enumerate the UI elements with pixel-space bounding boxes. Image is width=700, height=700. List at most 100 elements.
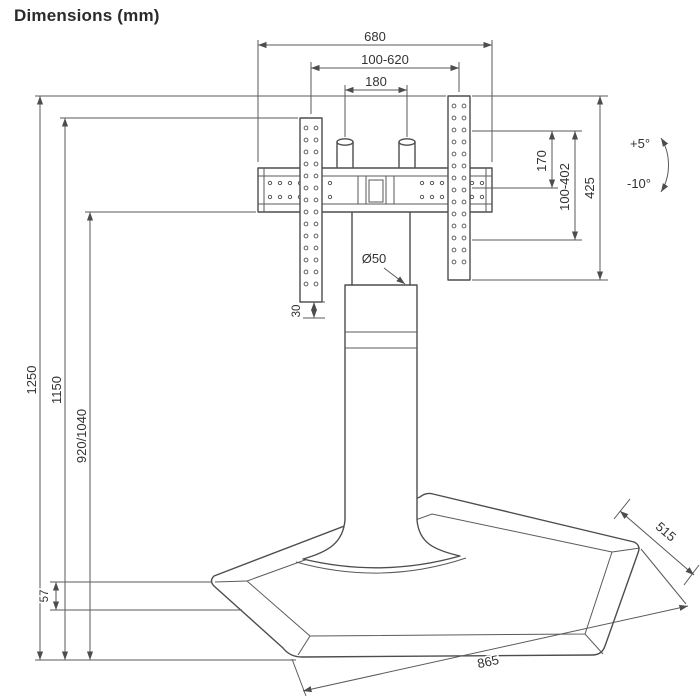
foot-flange — [295, 557, 467, 574]
hole — [287, 180, 293, 186]
hole — [461, 175, 467, 181]
rail-left-holes-a — [303, 125, 309, 287]
hole — [469, 194, 475, 200]
hole — [313, 125, 319, 131]
rail-left-plate — [299, 117, 323, 303]
rail-right-holes-a — [451, 103, 457, 265]
dim-1150-label: 1150 — [49, 376, 64, 404]
base-bevel-front-right — [584, 633, 604, 655]
hole — [303, 161, 309, 167]
hole — [461, 223, 467, 229]
hole — [429, 194, 435, 200]
dim-base-thickness: 57 — [37, 581, 242, 611]
dim-right-side: 170 100-402 425 — [472, 95, 608, 281]
dim-d50-label: Ø50 — [362, 251, 387, 266]
hole — [451, 235, 457, 241]
hole — [313, 173, 319, 179]
hole — [461, 187, 467, 193]
vesa-rail-right — [447, 95, 471, 281]
dim-base-width: 865 — [291, 548, 689, 697]
hole — [313, 185, 319, 191]
dim-post-spacing: 180 — [344, 72, 408, 137]
hole — [461, 235, 467, 241]
dim-vesa-width-range: 100-620 — [310, 50, 460, 114]
hole — [461, 115, 467, 121]
hole — [303, 137, 309, 143]
column-housing — [302, 284, 461, 569]
hole — [439, 180, 445, 186]
hole — [287, 194, 293, 200]
base-bevel-left — [214, 580, 248, 583]
hole — [461, 259, 467, 265]
hole — [451, 175, 457, 181]
base-inner-outline — [246, 513, 613, 637]
hole — [461, 127, 467, 133]
dim-680-label: 680 — [364, 29, 386, 44]
dim-170-label: 170 — [534, 150, 549, 172]
mounting-posts — [336, 138, 416, 168]
base-bevel-front-left — [297, 635, 311, 656]
hole — [461, 211, 467, 217]
hole — [267, 180, 273, 186]
tilt-indicator: +5° -10° — [625, 134, 669, 193]
hole — [419, 180, 425, 186]
hole — [313, 137, 319, 143]
hole — [451, 247, 457, 253]
hole — [451, 127, 457, 133]
hole — [313, 197, 319, 203]
hole — [451, 187, 457, 193]
vesa-rail-left — [299, 117, 323, 303]
hole — [303, 221, 309, 227]
hole — [313, 281, 319, 287]
dim-base-depth: 515 — [613, 498, 700, 586]
hole — [267, 194, 273, 200]
dim-1250-label: 1250 — [24, 366, 39, 395]
page-title: Dimensions (mm) — [14, 6, 160, 25]
dim-left-side: 1250 1150 920/1040 — [22, 95, 446, 661]
hole — [451, 223, 457, 229]
dim-overall-width: 680 — [257, 27, 493, 162]
hole — [277, 180, 283, 186]
hole — [313, 233, 319, 239]
post-left-top — [336, 138, 354, 146]
tilt-up-label: +5° — [630, 136, 650, 151]
hole — [303, 173, 309, 179]
hole — [451, 103, 457, 109]
hole — [479, 180, 485, 186]
tilt-down-label: -10° — [627, 176, 651, 191]
dim-100-402-label: 100-402 — [557, 163, 572, 211]
post-right-top — [398, 138, 416, 146]
hole — [303, 281, 309, 287]
hole — [451, 115, 457, 121]
hole — [303, 245, 309, 251]
hole — [313, 221, 319, 227]
tilt-arc-arrow — [660, 137, 669, 193]
hole — [303, 257, 309, 263]
hole — [303, 125, 309, 131]
rail-right-plate — [447, 95, 471, 281]
hole — [469, 180, 475, 186]
hole — [303, 209, 309, 215]
dim-180-label: 180 — [365, 74, 387, 89]
hole — [461, 199, 467, 205]
hole — [461, 151, 467, 157]
hole — [313, 269, 319, 275]
base-plate — [210, 492, 641, 658]
hole — [303, 197, 309, 203]
hole — [461, 247, 467, 253]
hole — [303, 149, 309, 155]
hole — [313, 245, 319, 251]
dim-920-1040-label: 920/1040 — [74, 409, 89, 463]
hole — [461, 139, 467, 145]
dim-100-620-label: 100-620 — [361, 52, 409, 67]
dim-865-label: 865 — [476, 652, 500, 671]
rail-left-holes-b — [313, 125, 319, 287]
hole — [327, 180, 333, 186]
dim-57-label: 57 — [39, 590, 51, 603]
hole — [451, 151, 457, 157]
hole — [313, 209, 319, 215]
hole — [429, 180, 435, 186]
hole — [479, 194, 485, 200]
hole — [303, 233, 309, 239]
